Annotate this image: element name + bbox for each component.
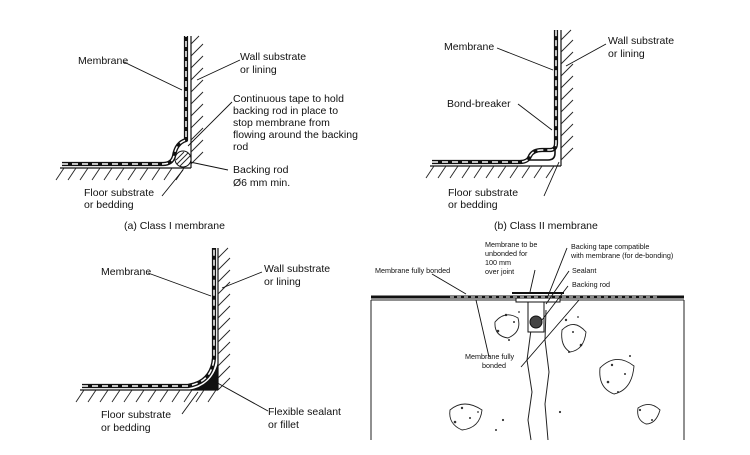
panel-b-wall-label: Wall substrate bbox=[608, 35, 674, 47]
panel-d-backing-rod bbox=[529, 315, 543, 329]
panel-d-concrete-aggregate bbox=[453, 311, 653, 431]
svg-text:flowing around the backing: flowing around the backing bbox=[233, 129, 358, 141]
panel-b-bond-breaker bbox=[524, 116, 556, 161]
panel-d-floor-joint: Membrane to be unbonded for 100 mm over … bbox=[370, 240, 685, 441]
svg-text:Ø6 mm min.: Ø6 mm min. bbox=[233, 177, 290, 189]
panel-d-backing-tape bbox=[515, 297, 561, 303]
svg-text:or bedding: or bedding bbox=[101, 422, 151, 434]
panel-c-floor-label: Floor substrate bbox=[101, 409, 171, 421]
panel-a-tape-label: Continuous tape to hold bbox=[233, 93, 344, 105]
panel-a-caption: (a) Class I membrane bbox=[124, 220, 225, 232]
panel-b-wall-hatching bbox=[560, 29, 574, 161]
panel-c-membrane bbox=[82, 248, 217, 389]
panel-d-unbonded-label: Membrane to be bbox=[485, 240, 537, 249]
panel-a-class-1: Membrane Wall substrate or lining Contin… bbox=[55, 35, 358, 232]
svg-text:unbonded for: unbonded for bbox=[485, 249, 528, 258]
svg-text:or lining: or lining bbox=[608, 48, 645, 60]
panel-b-membrane-leader bbox=[496, 47, 554, 71]
panel-c-wall-hatching bbox=[217, 247, 231, 391]
svg-text:or fillet: or fillet bbox=[268, 419, 299, 431]
svg-text:stop membrane from: stop membrane from bbox=[233, 117, 330, 129]
panel-c-floor-hatching bbox=[75, 389, 217, 403]
panel-d-aggregate-outlines bbox=[449, 314, 661, 431]
panel-b-floor-hatching bbox=[425, 165, 555, 179]
panel-d-backing-rod-label: Backing rod bbox=[572, 280, 610, 289]
panel-d-fully-bonded-leader bbox=[431, 273, 467, 295]
svg-text:or lining: or lining bbox=[240, 64, 277, 76]
svg-text:with membrane (for de-bonding): with membrane (for de-bonding) bbox=[570, 251, 673, 260]
panel-a-floor-label: Floor substrate bbox=[84, 187, 154, 199]
panel-b-membrane-label: Membrane bbox=[444, 41, 494, 53]
panel-c-wall-label: Wall substrate bbox=[264, 263, 330, 275]
svg-text:or lining: or lining bbox=[264, 276, 301, 288]
svg-text:bonded: bonded bbox=[482, 361, 506, 370]
panel-d-sealant-label: Sealant bbox=[572, 266, 596, 275]
panel-a-wall-hatching bbox=[190, 35, 204, 165]
panel-c-sealant-label: Flexible sealant bbox=[268, 406, 341, 418]
panel-c-fillet-sealant bbox=[188, 362, 218, 390]
panel-c-membrane-label: Membrane bbox=[101, 266, 151, 278]
svg-text:100 mm: 100 mm bbox=[485, 258, 511, 267]
panel-a-membrane-label: Membrane bbox=[78, 55, 128, 67]
panel-b-bond-breaker-label: Bond-breaker bbox=[447, 98, 511, 110]
svg-text:or bedding: or bedding bbox=[84, 199, 134, 211]
svg-text:or bedding: or bedding bbox=[448, 199, 498, 211]
panel-b-class-2: Membrane Wall substrate or lining Bond-b… bbox=[425, 29, 674, 232]
svg-text:rod: rod bbox=[233, 141, 248, 153]
panel-a-wall-label: Wall substrate bbox=[240, 51, 306, 63]
panel-c-membrane-leader bbox=[147, 272, 212, 297]
panel-d-fully-bonded-label: Membrane fully bonded bbox=[375, 266, 450, 275]
svg-text:backing rod in place to: backing rod in place to bbox=[233, 105, 338, 117]
panel-c-fillet: Membrane Wall substrate or lining Floor … bbox=[75, 247, 341, 434]
panel-d-fully-bonded-lower-label: Membrane fully bbox=[465, 352, 515, 361]
panel-b-caption: (b) Class II membrane bbox=[494, 220, 598, 232]
svg-text:over joint: over joint bbox=[485, 267, 514, 276]
panel-a-membrane-leader bbox=[123, 61, 183, 91]
panel-d-backing-tape-label: Backing tape compatible bbox=[571, 242, 649, 251]
panel-b-floor-label: Floor substrate bbox=[448, 187, 518, 199]
panel-a-rod-label: Backing rod bbox=[233, 164, 289, 176]
panel-a-floor-hatching bbox=[55, 167, 185, 181]
panel-a-backing-rod-hatch bbox=[175, 151, 191, 167]
